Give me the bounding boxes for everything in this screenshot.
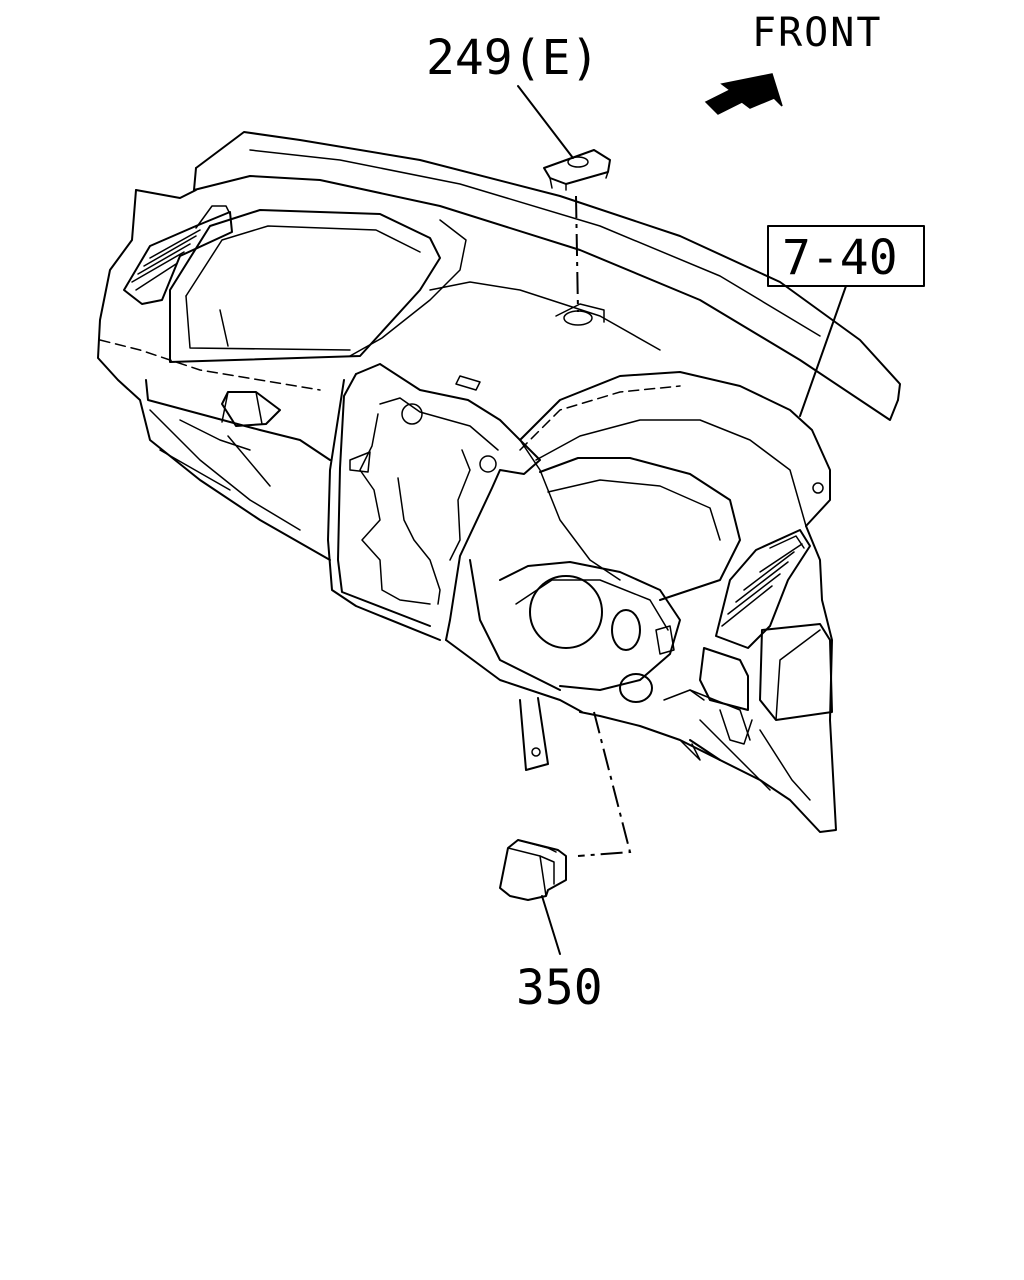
assembly-line-350	[577, 711, 632, 857]
front-arrow-icon	[704, 73, 783, 115]
front-indicator: FRONT	[704, 10, 882, 115]
assembly-line-249	[575, 195, 579, 313]
part-label-740: 7-40	[782, 230, 898, 286]
part-label-350: 350	[516, 960, 603, 1016]
part-249-clip	[543, 149, 611, 191]
callout-249: 249(E)	[426, 30, 599, 159]
dashboard-assembly	[97, 131, 901, 833]
callout-740: 7-40	[767, 225, 925, 417]
part-350-switch	[499, 839, 567, 901]
leader-line-350	[541, 895, 561, 955]
callout-350: 350	[516, 895, 603, 1016]
front-label: FRONT	[752, 10, 882, 56]
part-label-249: 249(E)	[426, 30, 599, 86]
leader-line-249	[517, 85, 574, 159]
leader-line-740	[799, 285, 847, 417]
